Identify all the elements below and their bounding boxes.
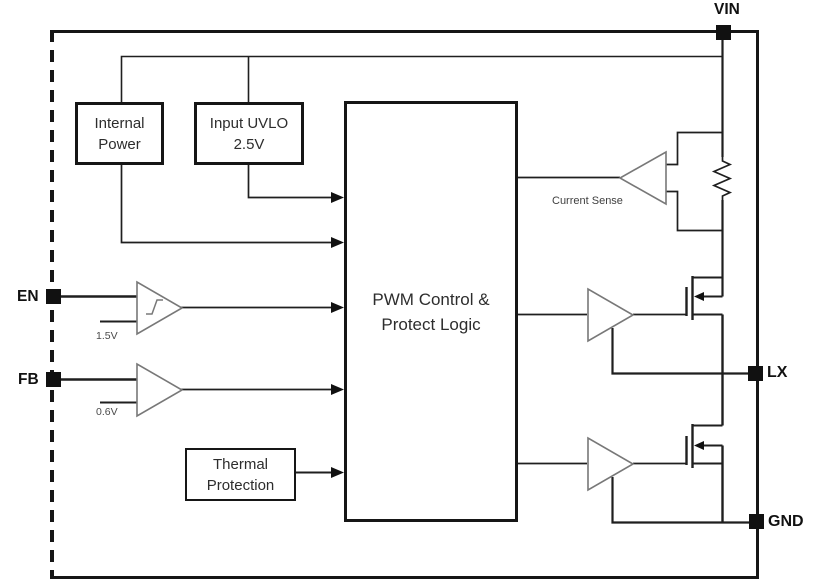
ls-mosfet-stubs bbox=[692, 424, 723, 465]
gnd-pin bbox=[749, 514, 764, 529]
ls-driver-symbol bbox=[587, 436, 635, 492]
arrowhead-internal bbox=[331, 237, 344, 248]
schmitt-hysteresis-icon bbox=[146, 299, 163, 315]
wire-top-rail bbox=[120, 55, 723, 103]
fb-pin bbox=[46, 372, 61, 387]
gnd-pin-label: GND bbox=[768, 513, 804, 530]
chip-border-left-dashed bbox=[50, 30, 54, 579]
en-threshold-label: 1.5V bbox=[96, 330, 118, 342]
fb-comparator-symbol bbox=[136, 362, 184, 418]
vin-pin-label: VIN bbox=[714, 1, 740, 18]
resistor-symbol bbox=[711, 157, 733, 200]
en-pin-label: EN bbox=[17, 288, 39, 305]
wire-lx-rail bbox=[611, 328, 750, 375]
hs-mosfet-stubs bbox=[692, 276, 723, 316]
vin-pin bbox=[716, 25, 731, 40]
wire-internal-to-pwm bbox=[120, 165, 333, 244]
fb-threshold-label: 0.6V bbox=[96, 406, 118, 418]
current-sense-label: Current Sense bbox=[552, 195, 623, 207]
chip-border-right bbox=[756, 30, 759, 579]
internal-power-label-line2: Power bbox=[98, 135, 141, 153]
ls-mosfet-body-arrow-icon bbox=[694, 441, 704, 450]
wire-gnd-rail bbox=[611, 477, 751, 524]
arrowhead-uvlo bbox=[331, 192, 344, 203]
internal-power-block: Internal Power bbox=[75, 102, 164, 165]
wire-current-sense-taps bbox=[666, 131, 723, 232]
pwm-label-line2: Protect Logic bbox=[381, 314, 481, 334]
chip-border-top bbox=[51, 30, 759, 33]
pwm-label-line1: PWM Control & bbox=[372, 289, 490, 309]
arrowhead-thermal bbox=[331, 467, 344, 478]
chip-border-bottom bbox=[51, 576, 759, 579]
hs-mosfet-body-arrow-icon bbox=[694, 292, 704, 301]
fb-pin-label: FB bbox=[18, 371, 39, 388]
thermal-label-line2: Protection bbox=[206, 476, 275, 494]
arrowhead-fb bbox=[331, 384, 344, 395]
input-uvlo-block: Input UVLO 2.5V bbox=[194, 102, 304, 165]
current-sense-amp-symbol bbox=[618, 150, 667, 206]
wire-uvlo-to-pwm bbox=[247, 165, 333, 199]
arrowhead-en bbox=[331, 302, 344, 313]
thermal-label-line1: Thermal bbox=[212, 455, 268, 473]
lx-pin-label: LX bbox=[767, 364, 788, 381]
en-pin bbox=[46, 289, 61, 304]
hs-driver-symbol bbox=[587, 287, 635, 343]
thermal-protection-block: Thermal Protection bbox=[185, 448, 296, 501]
lx-pin bbox=[748, 366, 763, 381]
input-uvlo-label-line1: Input UVLO bbox=[209, 114, 289, 132]
en-comparator-symbol bbox=[136, 280, 184, 336]
input-uvlo-label-line2: 2.5V bbox=[233, 135, 265, 153]
pwm-control-block: PWM Control & Protect Logic bbox=[344, 101, 518, 522]
internal-power-label-line1: Internal bbox=[94, 114, 145, 132]
